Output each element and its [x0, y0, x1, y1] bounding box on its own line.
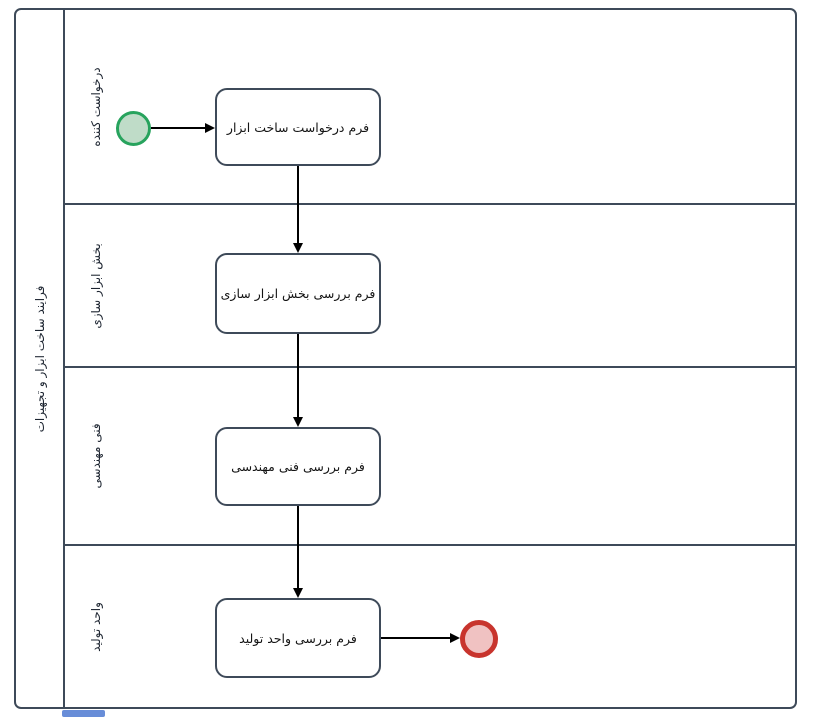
- arrowhead-icon: [293, 588, 303, 598]
- task-label: فرم بررسی فنی مهندسی: [231, 459, 365, 474]
- arrowhead-icon: [293, 243, 303, 253]
- task-technical-engineering-review-form[interactable]: فرم بررسی فنی مهندسی: [215, 427, 381, 506]
- flow-line: [297, 334, 299, 417]
- lane-technical-engineering[interactable]: فنی مهندسی: [65, 366, 795, 544]
- task-label: فرم بررسی بخش ابزار سازی: [220, 286, 376, 301]
- flow-line: [151, 127, 206, 129]
- pool-header[interactable]: فرایند ساخت ابزار و تجهیزات: [16, 10, 65, 707]
- task-tool-making-dept-review-form[interactable]: فرم بررسی بخش ابزار سازی: [215, 253, 381, 334]
- task-tool-request-form[interactable]: فرم درخواست ساخت ابزار: [215, 88, 381, 166]
- lanes-container: درخواست کننده بخش ابزار سازی فنی مهندسی …: [65, 10, 795, 707]
- arrowhead-icon: [205, 123, 215, 133]
- lane-label-tool-making-dept: بخش ابزار سازی: [89, 242, 103, 329]
- lane-label-requester: درخواست کننده: [89, 66, 103, 147]
- watermark-fragment[interactable]: [62, 710, 105, 717]
- arrowhead-icon: [293, 417, 303, 427]
- pool-label: فرایند ساخت ابزار و تجهیزات: [33, 285, 47, 432]
- lane-production-unit[interactable]: واحد تولید: [65, 544, 795, 707]
- flow-line: [381, 637, 450, 639]
- lane-label-technical-engineering: فنی مهندسی: [89, 423, 103, 489]
- lane-label-production-unit: واحد تولید: [89, 601, 103, 652]
- flow-line: [297, 166, 299, 243]
- task-production-unit-review-form[interactable]: فرم بررسی واحد تولید: [215, 598, 381, 678]
- task-label: فرم درخواست ساخت ابزار: [226, 119, 370, 135]
- start-event[interactable]: [116, 111, 151, 146]
- lane-requester[interactable]: درخواست کننده: [65, 10, 795, 203]
- arrowhead-icon: [450, 633, 460, 643]
- end-event[interactable]: [460, 620, 498, 658]
- lane-tool-making-dept[interactable]: بخش ابزار سازی: [65, 203, 795, 366]
- task-label: فرم بررسی واحد تولید: [239, 630, 357, 646]
- flow-line: [297, 506, 299, 588]
